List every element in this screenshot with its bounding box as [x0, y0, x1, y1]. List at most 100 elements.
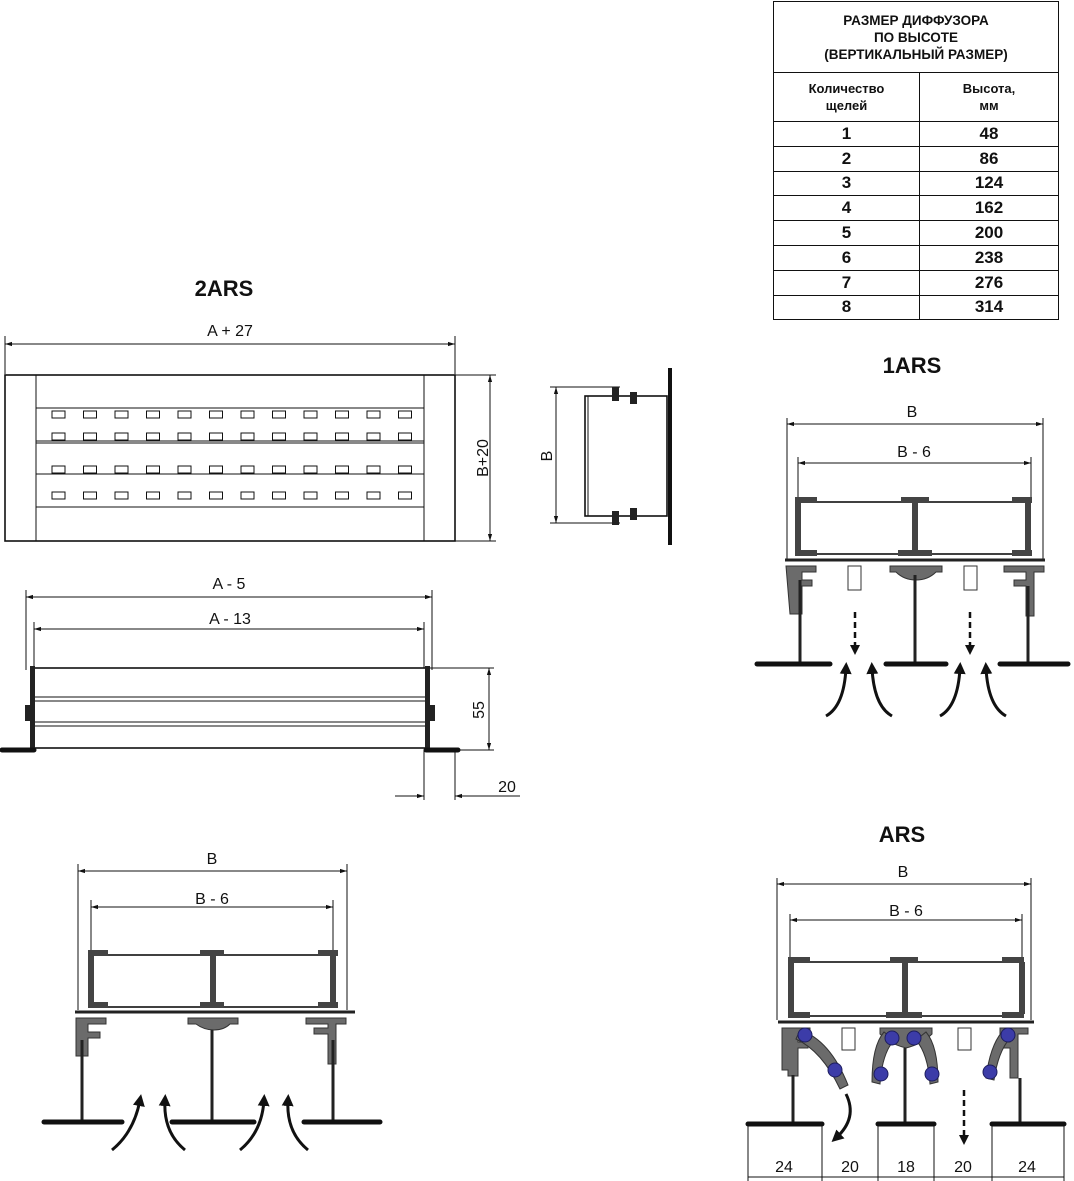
section-ars: B B - 6 — [745, 864, 1067, 1181]
grille-slot — [51, 465, 66, 474]
section-ars-title: ARS — [879, 822, 925, 847]
cell-slots: 5 — [773, 220, 920, 246]
col-header-line: Высота, — [962, 81, 1016, 96]
cell-slots: 2 — [773, 145, 920, 172]
grille-slot — [335, 465, 349, 474]
dim-label: 55 — [471, 701, 488, 719]
grille-slot — [146, 410, 160, 419]
grille-slot — [240, 491, 255, 500]
grille-slot — [209, 491, 223, 500]
cell-slots: 8 — [773, 294, 920, 321]
grille-slot — [177, 465, 192, 474]
grille-slot — [83, 465, 97, 474]
col-header-height: Высота, мм — [919, 72, 1059, 122]
grille-slot — [83, 491, 97, 500]
slot-pattern — [51, 410, 412, 500]
section-1ars: B B - 6 — [754, 404, 1071, 718]
dim-label: B — [207, 851, 218, 868]
dim-label: B - 6 — [195, 891, 229, 908]
side-view: B — [539, 368, 672, 545]
grille-slot — [51, 410, 66, 419]
dim-label: A + 27 — [207, 323, 253, 340]
cell-height: 86 — [919, 145, 1059, 172]
grille-slot — [398, 465, 412, 474]
grille-slot — [146, 432, 160, 441]
grille-slot — [398, 432, 412, 441]
grille-slot — [114, 432, 129, 441]
dim-label: A - 13 — [209, 611, 251, 628]
table-title-line: ПО ВЫСОТЕ — [873, 29, 959, 45]
grille-slot — [177, 410, 192, 419]
dim-label: B — [898, 864, 909, 881]
dim-label: B - 6 — [897, 444, 931, 461]
cell-height: 314 — [919, 294, 1059, 321]
section-2ars: B B - 6 — [41, 851, 383, 1152]
front-width-dimension: A + 27 — [4, 323, 456, 374]
dim-label: 20 — [954, 1159, 972, 1176]
grille-slot — [146, 465, 160, 474]
grille-slot — [366, 410, 381, 419]
grille-slot — [366, 465, 381, 474]
grille-slot — [83, 432, 97, 441]
front-view-grille — [4, 374, 456, 542]
table-title: РАЗМЕР ДИФФУЗОРА ПО ВЫСОТЕ (ВЕРТИКАЛЬНЫЙ… — [773, 1, 1059, 73]
grille-slot — [398, 410, 412, 419]
grille-slot — [303, 465, 318, 474]
grille-slot — [114, 410, 129, 419]
table-title-line: (ВЕРТИКАЛЬНЫЙ РАЗМЕР) — [824, 46, 1008, 62]
grille-slot — [335, 432, 349, 441]
dim-label: B — [539, 451, 556, 462]
grille-slot — [209, 465, 223, 474]
grille-slot — [177, 491, 192, 500]
grille-slot — [366, 491, 381, 500]
grille-slot — [398, 491, 412, 500]
grille-slot — [272, 410, 286, 419]
section-1ars-title: 1ARS — [883, 353, 942, 378]
grille-slot — [366, 432, 381, 441]
col-header-line: щелей — [825, 98, 868, 113]
grille-slot — [335, 410, 349, 419]
grille-slot — [335, 491, 349, 500]
dim-label: B - 6 — [889, 903, 923, 920]
dim-label: 20 — [498, 779, 516, 796]
cell-height: 48 — [919, 121, 1059, 147]
dim-label: A - 5 — [213, 576, 246, 593]
grille-slot — [303, 410, 318, 419]
col-header-line: мм — [979, 98, 999, 113]
grille-slot — [114, 491, 129, 500]
front-height-dimension: B+20 — [455, 374, 496, 542]
grille-slot — [303, 491, 318, 500]
grille-slot — [272, 465, 286, 474]
cell-slots: 1 — [773, 121, 920, 147]
grille-slot — [51, 491, 66, 500]
slot-height-table: РАЗМЕР ДИФФУЗОРА ПО ВЫСОТЕ (ВЕРТИКАЛЬНЫЙ… — [773, 1, 1059, 321]
grille-slot — [51, 432, 66, 441]
cell-height: 162 — [919, 195, 1059, 222]
grille-slot — [303, 432, 318, 441]
grille-slot — [240, 410, 255, 419]
cell-height: 124 — [919, 170, 1059, 197]
grille-slot — [146, 491, 160, 500]
grille-slot — [272, 491, 286, 500]
grille-slot — [272, 432, 286, 441]
grille-slot — [240, 432, 255, 441]
cell-slots: 4 — [773, 195, 920, 222]
grille-slot — [83, 410, 97, 419]
dim-label: 24 — [1018, 1159, 1036, 1176]
table-title-line: РАЗМЕР ДИФФУЗОРА — [843, 12, 989, 28]
front-view-title: 2ARS — [195, 276, 254, 301]
grille-slot — [177, 432, 192, 441]
dim-label: 24 — [775, 1159, 793, 1176]
dim-label: B — [907, 404, 918, 421]
dim-label: 18 — [897, 1159, 915, 1176]
top-length-view: A - 5 A - 13 55 20 — [0, 576, 520, 800]
